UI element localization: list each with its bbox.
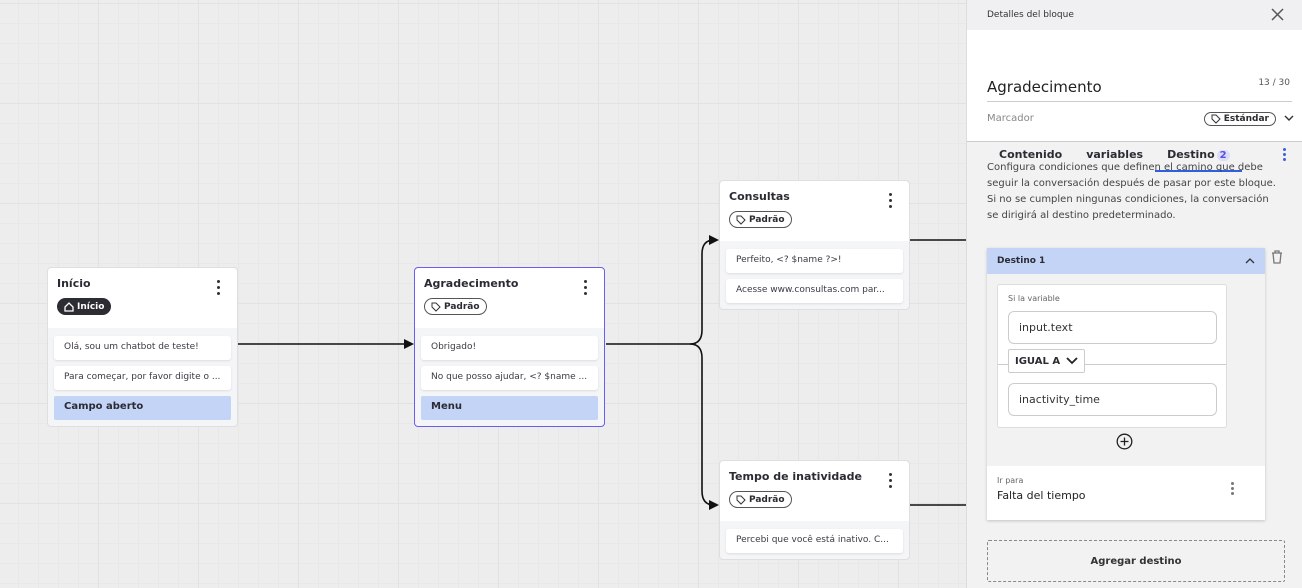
tag-label: Padrão (749, 214, 785, 225)
input-underline (987, 101, 1292, 102)
node-title: Consultas (729, 190, 790, 203)
operator-value: IGUAL A (1015, 355, 1061, 367)
add-destination-button[interactable]: Agregar destino (987, 540, 1285, 582)
edges (238, 235, 966, 510)
node-agradecimento[interactable]: Agradecimento Padrão Obrigado! No que pos… (414, 267, 605, 427)
destination-title: Destino 1 (997, 256, 1046, 266)
chevron-down-icon[interactable] (1284, 115, 1294, 122)
arrow-head (404, 339, 414, 349)
edge-agradecimento-tempo (689, 343, 715, 506)
node-inicio[interactable]: Início Início Olá, sou um chatbot de tes… (47, 267, 238, 427)
message[interactable]: Obrigado! (421, 336, 598, 360)
flow-canvas[interactable]: Início Início Olá, sou um chatbot de tes… (0, 0, 966, 588)
tag-icon (736, 495, 746, 505)
goto-field[interactable]: Ir para Falta del tiempo (987, 466, 1265, 520)
trash-icon[interactable] (1271, 250, 1283, 264)
home-icon (64, 301, 74, 312)
tab-variables[interactable]: variables (1074, 144, 1155, 172)
tag-label: Início (77, 301, 105, 312)
char-count: 13 / 30 (1258, 78, 1290, 88)
condition-label: Si la variable (1008, 294, 1060, 303)
destination-card: Destino 1 Si la variable input.text IGUA… (987, 248, 1265, 520)
marker-label: Marcador (987, 113, 1034, 124)
chevron-up-icon[interactable] (1245, 257, 1255, 264)
node-title: Tempo de inatividade (729, 470, 863, 483)
message[interactable]: Perfeito, <? $name ?>! (726, 249, 903, 273)
message[interactable]: Olá, sou um chatbot de teste! (54, 336, 231, 360)
tag-icon (736, 215, 746, 225)
tab-label: variables (1086, 148, 1144, 161)
more-options-icon[interactable] (889, 473, 893, 491)
marker-select[interactable]: Estándar (1203, 112, 1276, 126)
condition-box: Si la variable input.text IGUAL A inacti… (997, 284, 1227, 428)
tab-label: Contenido (999, 148, 1063, 161)
more-options-icon[interactable] (1231, 482, 1234, 497)
arrow-head (709, 500, 719, 510)
divider (998, 364, 1226, 365)
node-consultas[interactable]: Consultas Padrão Perfeito, <? $name ?>! A… (719, 180, 910, 310)
marker-value: Estándar (1223, 114, 1269, 124)
node-title: Agradecimento (424, 277, 519, 290)
more-options-icon[interactable] (1283, 148, 1286, 163)
add-condition-icon[interactable] (1116, 433, 1133, 450)
message[interactable]: No que posso ajudar, <? $name ... (421, 366, 598, 390)
more-options-icon[interactable] (584, 280, 588, 298)
block-name-input[interactable]: Agradecimento (987, 78, 1102, 96)
tag-icon (431, 302, 441, 312)
destination-header[interactable]: Destino 1 (987, 248, 1265, 274)
more-options-icon[interactable] (217, 280, 221, 298)
tag: Padrão (729, 491, 792, 508)
edge-agradecimento-consultas (606, 239, 715, 345)
block-details-panel: Detalles del bloque Agradecimento 13 / 3… (966, 0, 1302, 588)
operator-select[interactable]: IGUAL A (1008, 349, 1086, 373)
node-tempo-inatividade[interactable]: Tempo de inatividade Padrão Percebi que … (719, 460, 910, 560)
tab-label: Destino (1167, 148, 1215, 161)
chevron-down-icon (1066, 357, 1078, 365)
arrow-head (709, 235, 719, 245)
node-title: Início (57, 277, 91, 290)
value-input[interactable]: inactivity_time (1008, 383, 1217, 416)
close-icon[interactable] (1271, 8, 1284, 21)
tag: Padrão (424, 298, 487, 315)
message[interactable]: Acesse www.consultas.com par... (726, 279, 903, 303)
tag-icon (1211, 114, 1221, 124)
start-tag: Início (57, 298, 112, 315)
tag-label: Padrão (749, 494, 785, 505)
panel-header: Detalles del bloque (987, 10, 1074, 20)
goto-value: Falta del tiempo (997, 489, 1086, 502)
count-badge: 2 (1216, 150, 1230, 161)
variable-input[interactable]: input.text (1008, 311, 1217, 344)
message[interactable]: Percebi que você está inativo. C... (726, 529, 903, 553)
description: Configura condiciones que definen el cam… (987, 162, 1276, 221)
tab-contenido[interactable]: Contenido (987, 144, 1074, 172)
more-options-icon[interactable] (889, 193, 893, 211)
menu-block[interactable]: Menu (421, 396, 598, 420)
goto-label: Ir para (997, 476, 1024, 485)
input-block[interactable]: Campo aberto (54, 396, 231, 420)
message[interactable]: Para começar, por favor digite o ... (54, 366, 231, 390)
tag: Padrão (729, 211, 792, 228)
tag-label: Padrão (444, 301, 480, 312)
